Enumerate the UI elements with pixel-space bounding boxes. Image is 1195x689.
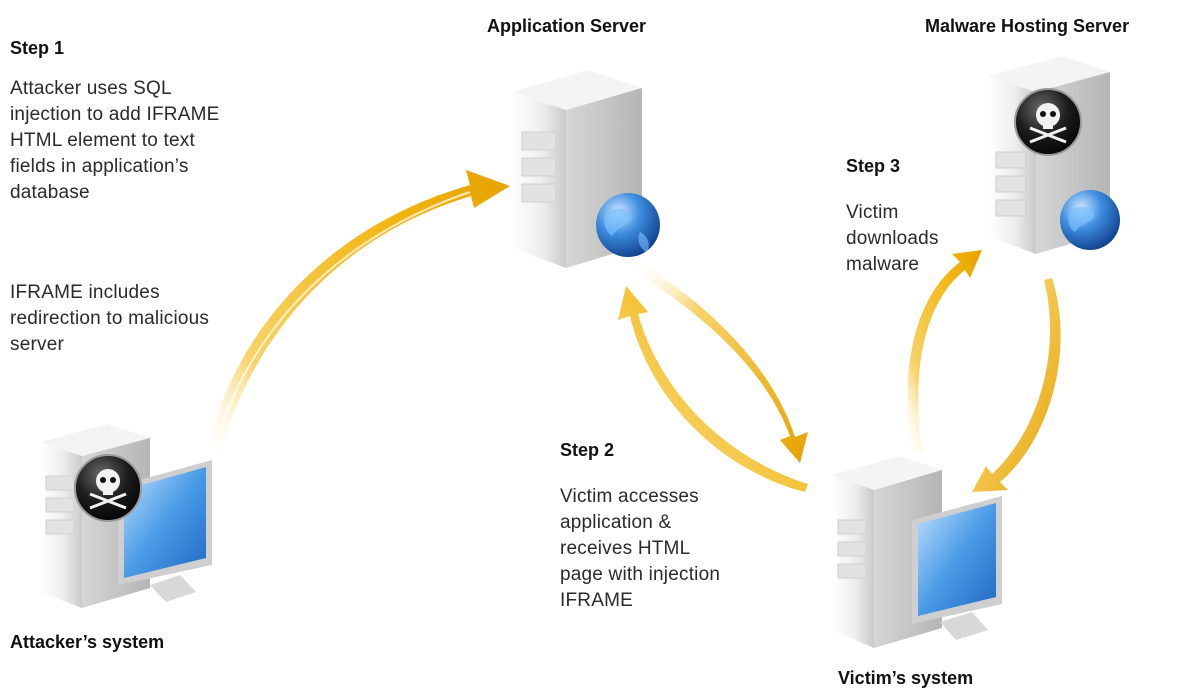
step-1-note-line: IFRAME includes — [10, 282, 160, 303]
step-1-line: database — [10, 182, 90, 203]
step-2-line: receives HTML — [560, 538, 691, 559]
malware-server-icon — [988, 56, 1120, 254]
step-3-title: Step 3 — [846, 156, 901, 176]
step-1-note-line: server — [10, 334, 64, 355]
step-2-line: application & — [560, 512, 672, 533]
step-2-line: page with injection — [560, 564, 721, 585]
step-1-line: Attacker uses SQL — [10, 78, 172, 99]
monitor-screen — [918, 503, 996, 616]
arrow-malware-to-victim — [972, 278, 1061, 492]
step-3-line: Victim — [846, 202, 899, 223]
malware-server-label: Malware Hosting Server — [925, 16, 1130, 36]
arrow-appserver-to-victim — [632, 262, 808, 463]
globe-icon — [1060, 190, 1120, 250]
arrow-victim-to-appserver — [618, 286, 808, 492]
globe-icon — [596, 193, 660, 257]
step-1-line: fields in application’s — [10, 156, 189, 177]
arrow-victim-to-malware — [907, 250, 982, 452]
step-1-title: Step 1 — [10, 38, 65, 58]
step-1-line: HTML element to text — [10, 130, 195, 151]
attacker-system-label: Attacker’s system — [10, 632, 165, 652]
step-3-line: downloads — [846, 228, 939, 249]
step-3-description: Victim downloads malware — [846, 200, 939, 278]
skull-icon — [1014, 88, 1082, 156]
application-server-icon — [512, 70, 660, 268]
monitor-screen — [124, 467, 206, 578]
step-2-line: Victim accesses — [560, 486, 699, 507]
attacker-system-icon — [40, 424, 212, 608]
step-2-description: Victim accesses application & receives H… — [560, 484, 720, 614]
application-server-label: Application Server — [487, 16, 647, 36]
step-1-note: IFRAME includes redirection to malicious… — [10, 280, 209, 358]
skull-icon — [74, 454, 142, 522]
step-1-line: injection to add IFRAME — [10, 104, 220, 125]
step-1-description: Attacker uses SQL injection to add IFRAM… — [10, 76, 219, 206]
victim-system-label: Victim’s system — [838, 668, 974, 688]
step-1-note-line: redirection to malicious — [10, 308, 210, 329]
victim-system-icon — [832, 456, 1002, 648]
arrow-attacker-to-appserver — [205, 170, 510, 462]
step-2-line: IFRAME — [560, 590, 633, 611]
step-3-line: malware — [846, 254, 920, 275]
step-2-title: Step 2 — [560, 440, 615, 460]
